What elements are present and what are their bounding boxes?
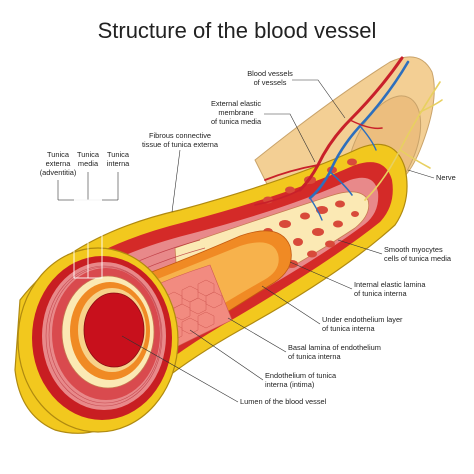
label-nerve-text: Nerve xyxy=(436,173,456,182)
label-tunica-media-line2: media xyxy=(78,159,99,168)
label-tunica-interna: Tunica interna xyxy=(107,150,130,168)
label-vessels-of-vessels: Blood vessels of vessels xyxy=(247,69,346,119)
label-external-elastic-line1: External elastic xyxy=(211,99,261,108)
label-tunica-media: Tunica media xyxy=(77,150,100,168)
label-fibrous-connective: Fibrous connective tissue of tunica exte… xyxy=(142,131,219,213)
label-tunica-externa: Tunica externa (adventitia) xyxy=(40,150,77,177)
label-basal-lamina-line2: of tunica interna xyxy=(288,352,341,361)
cross-section-striations xyxy=(45,265,163,407)
label-endothelium-line2: interna (intima) xyxy=(265,380,314,389)
watermark: 摄图 新视界 xyxy=(352,446,432,464)
label-basal-lamina: Basal lamina of endothelium of tunica in… xyxy=(227,317,381,361)
label-under-endothelium-line1: Under endothelium layer xyxy=(322,315,403,324)
label-smooth-myocytes-line1: Smooth myocytes xyxy=(384,245,443,254)
cross-section-rings xyxy=(17,247,179,433)
label-tunica-media-line1: Tunica xyxy=(77,150,100,159)
label-external-elastic: External elastic membrane of tunica medi… xyxy=(211,99,316,163)
label-smooth-myocytes: Smooth myocytes cells of tunica media xyxy=(337,239,452,263)
label-tunica-externa-line1: Tunica xyxy=(47,150,70,159)
label-under-endothelium-line2: of tunica interna xyxy=(322,324,375,333)
label-lumen: Lumen of the blood vessel xyxy=(121,335,327,406)
label-endothelium: Endothelium of tunica interna (intima) xyxy=(189,329,337,389)
label-internal-elastic-line1: Internal elastic lamina xyxy=(354,280,426,289)
label-external-elastic-line3: of tunica media xyxy=(211,117,262,126)
label-vessels-of-vessels-line1: Blood vessels xyxy=(247,69,293,78)
diagram-title: Structure of the blood vessel xyxy=(98,18,377,43)
label-external-elastic-line2: membrane xyxy=(218,108,253,117)
label-tunica-interna-line1: Tunica xyxy=(107,150,130,159)
label-fibrous-connective-line2: tissue of tunica externa xyxy=(142,140,219,149)
label-tunica-externa-line2: externa xyxy=(46,159,72,168)
label-lumen-text: Lumen of the blood vessel xyxy=(240,397,327,406)
vasa-vasorum xyxy=(254,56,410,221)
label-under-endothelium: Under endothelium layer of tunica intern… xyxy=(261,285,403,333)
label-tunica-externa-line3: (adventitia) xyxy=(40,168,77,177)
label-basal-lamina-line1: Basal lamina of endothelium xyxy=(288,343,381,352)
label-nerve: Nerve xyxy=(407,169,456,182)
label-endothelium-line1: Endothelium of tunica xyxy=(265,371,337,380)
nerve xyxy=(364,81,443,201)
label-smooth-myocytes-line2: cells of tunica media xyxy=(384,254,452,263)
label-internal-elastic: Internal elastic lamina of tunica intern… xyxy=(289,261,426,298)
label-vessels-of-vessels-line2: of vessels xyxy=(254,78,287,87)
label-tunica-interna-line2: interna xyxy=(107,159,130,168)
tunica-brackets xyxy=(57,172,119,279)
label-fibrous-connective-line1: Fibrous connective xyxy=(149,131,211,140)
label-internal-elastic-line2: of tunica interna xyxy=(354,289,407,298)
